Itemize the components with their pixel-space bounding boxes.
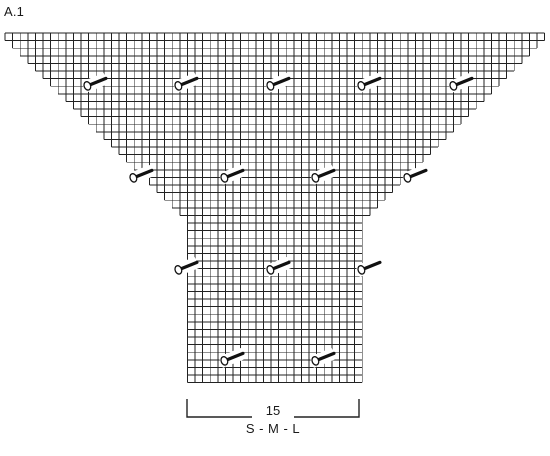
bead-icon <box>218 347 246 368</box>
bead-icon <box>172 256 200 277</box>
repeat-bracket <box>186 399 360 418</box>
bead-icon <box>81 72 109 93</box>
bead-icon <box>309 347 337 368</box>
bead-icon <box>401 164 429 185</box>
bracket-line <box>186 399 360 418</box>
grid-lines <box>4 32 546 384</box>
repeat-width-label: 15 <box>265 403 281 418</box>
bead-symbols <box>81 72 475 368</box>
chart-title: A.1 <box>4 4 25 19</box>
bead-icon <box>172 72 200 93</box>
bead-icon <box>355 72 383 93</box>
bead-icon <box>264 256 292 277</box>
grid-cells <box>4 32 546 384</box>
bead-icon <box>309 164 337 185</box>
size-label: S - M - L <box>245 421 301 436</box>
bead-icon <box>127 164 155 185</box>
bead-icon <box>264 72 292 93</box>
bead-icon <box>355 256 383 277</box>
bead-icon <box>447 72 475 93</box>
bead-icon <box>218 164 246 185</box>
